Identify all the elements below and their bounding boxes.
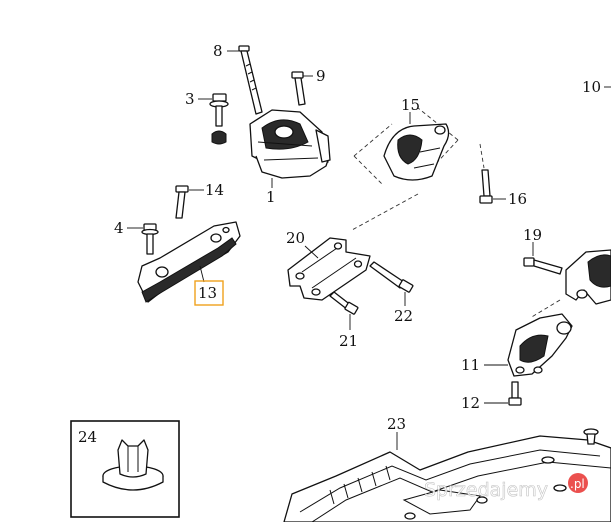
callout-1[interactable]: 1 [266, 188, 276, 206]
part-3-bolt-bushing[interactable] [209, 93, 229, 145]
part-13-torque-rod[interactable] [137, 221, 241, 303]
watermark-text: Sprzedajemy [424, 479, 548, 501]
callout-10[interactable]: 10 [582, 78, 601, 96]
callout-16[interactable]: 16 [508, 190, 527, 208]
shield-clip[interactable] [583, 428, 599, 445]
leader-20 [304, 245, 319, 259]
part-11-lower-mount[interactable] [507, 313, 573, 377]
callout-15[interactable]: 15 [401, 96, 420, 114]
dash-10-11 [529, 299, 561, 319]
part-15-dash-frame [353, 107, 459, 185]
callout-13[interactable]: 13 [198, 284, 217, 302]
part-16-bolt[interactable] [479, 169, 493, 204]
part-12-bolt[interactable] [508, 381, 522, 406]
dash-15-20 [351, 193, 419, 231]
callout-21[interactable]: 21 [339, 332, 358, 350]
callout-9[interactable]: 9 [316, 67, 326, 85]
callout-22[interactable]: 22 [394, 307, 413, 325]
part-8-bolt[interactable] [238, 45, 263, 115]
callout-12[interactable]: 12 [461, 394, 480, 412]
callout-20[interactable]: 20 [286, 229, 305, 247]
part-22-bolt[interactable] [369, 261, 414, 293]
part-4-bolt[interactable] [141, 223, 159, 255]
callout-4[interactable]: 4 [114, 219, 124, 237]
part-21-bolt[interactable] [329, 291, 359, 315]
part-1-engine-mount[interactable] [249, 109, 331, 179]
part-19-bolt[interactable] [523, 257, 563, 275]
part-20-bracket[interactable] [287, 237, 371, 301]
part-10-mount-edge[interactable] [565, 249, 611, 305]
watermark-badge-dot [568, 473, 588, 493]
watermark: Sprzedajemy .pl [424, 473, 588, 501]
part-9-bolt[interactable] [291, 71, 306, 106]
part-23-underbody-shield[interactable] [283, 435, 611, 522]
callout-19[interactable]: 19 [523, 226, 542, 244]
leader-13 [199, 265, 205, 283]
part-24-clip[interactable] [102, 439, 164, 491]
callout-8[interactable]: 8 [213, 42, 223, 60]
part-15-mount[interactable] [383, 123, 450, 181]
callout-3[interactable]: 3 [185, 90, 195, 108]
callout-13-highlight-box [194, 280, 224, 306]
callout-24[interactable]: 24 [78, 428, 97, 446]
callout-11[interactable]: 11 [461, 356, 480, 374]
part-14-bolt[interactable] [175, 185, 189, 219]
callout-23[interactable]: 23 [387, 415, 406, 433]
watermark-badge: .pl [570, 477, 585, 491]
dash-16 [479, 143, 485, 169]
callout-14[interactable]: 14 [205, 181, 224, 199]
